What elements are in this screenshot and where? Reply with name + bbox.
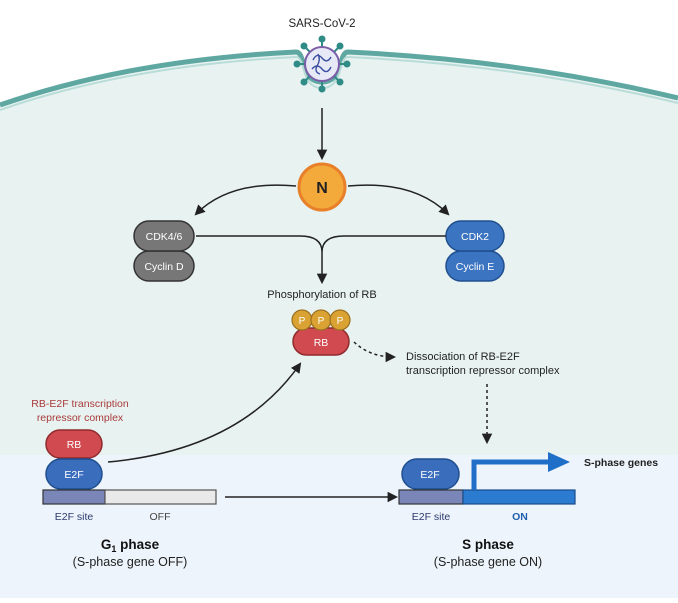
arrow-n-to-cdk2 (347, 184, 450, 216)
rb-phospho-label: RB (314, 337, 329, 349)
dissociation-line1: Dissociation of RB-E2F (406, 351, 520, 363)
g1-gene-off (104, 489, 217, 505)
cdk2-label: CDK2 (461, 231, 489, 243)
virus-icon (293, 35, 351, 93)
n-protein (297, 162, 347, 212)
phosphate-3 (329, 309, 351, 331)
s-subtitle: (S-phase gene ON) (434, 555, 542, 569)
g1-e2f-label: E2F (64, 469, 83, 481)
s-site-label: E2F site (412, 511, 451, 523)
s-e2f-site (398, 489, 464, 505)
phosphate-label-2: P (318, 316, 325, 327)
g1-subtitle: (S-phase gene OFF) (73, 555, 188, 569)
g1-site-label: E2F site (55, 511, 94, 523)
phosphate-label-3: P (337, 316, 344, 327)
nucleus-region (0, 455, 678, 598)
cyclin-d-label: Cyclin D (144, 261, 184, 273)
arrow-n-to-cdk46 (194, 184, 297, 216)
s-state-label: ON (512, 511, 528, 523)
phosphorylation-label: Phosphorylation of RB (267, 289, 376, 301)
s-gene-on (462, 489, 576, 505)
g1-rb-shape (45, 429, 103, 459)
s-e2f-label: E2F (420, 469, 439, 481)
s-title: S phase (462, 537, 514, 552)
n-protein-label: N (316, 180, 328, 197)
g1-title: G1 phase (101, 537, 160, 554)
cdk46-shape (133, 220, 195, 252)
s-e2f-shape (401, 458, 460, 490)
g1-state-label: OFF (150, 511, 171, 523)
g1-rb-label: RB (67, 439, 82, 451)
s-genes-label: S-phase genes (584, 457, 658, 469)
virus-label: SARS-CoV-2 (288, 18, 355, 30)
transcription-arrow (471, 459, 550, 490)
phosphate-label-1: P (299, 316, 306, 327)
cytoplasm-region (0, 52, 678, 455)
transcription-arrowhead (548, 452, 570, 472)
g1-e2f-shape (45, 458, 103, 490)
cdk46-label: CDK4/6 (146, 231, 183, 243)
arrow-complex-to-rb (107, 362, 302, 463)
repressor-line1: RB-E2F transcription (31, 398, 129, 410)
dissociation-line2: transcription repressor complex (406, 365, 560, 377)
repressor-line2: repressor complex (37, 412, 124, 424)
g1-e2f-site (42, 489, 106, 505)
cyclin-e-label: Cyclin E (456, 261, 495, 273)
